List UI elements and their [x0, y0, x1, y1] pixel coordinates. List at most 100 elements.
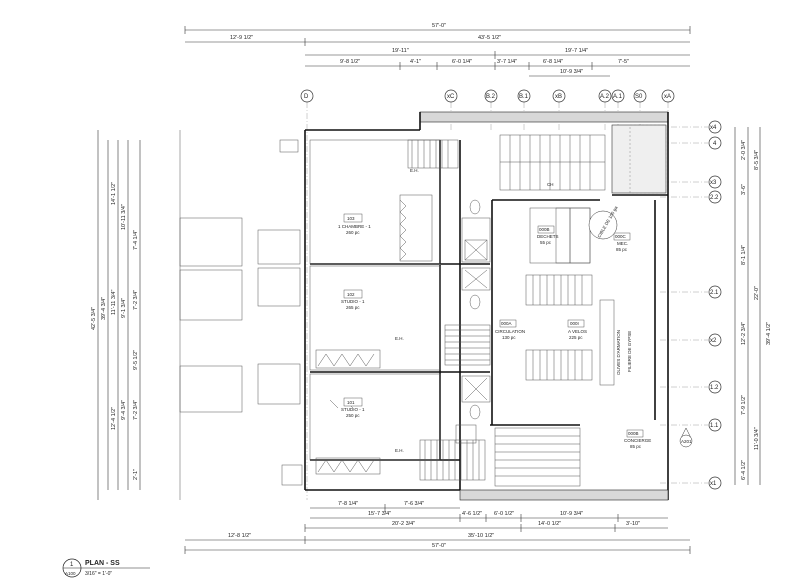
dim-right-6: 12'-2 3/4"	[741, 322, 747, 345]
room-circulation-number: 000A	[501, 321, 512, 326]
room-concierge-name: CONCIERGE	[624, 438, 651, 443]
dim-right-9: 6'-4 1/2"	[741, 460, 747, 480]
dim-right-2: 3'-6"	[741, 184, 747, 195]
grid-bubbles-top: D xC B.2 B.1 xB A.2 A.1 S0 xA	[300, 89, 675, 103]
unit-partitions	[309, 139, 490, 490]
building-walls	[304, 111, 669, 501]
dim-bottom-left: 12'-8 1/2"	[228, 533, 251, 539]
grid-bubble-A1: A.1	[613, 94, 623, 100]
dim-right-0: 2'-0 3/4"	[741, 140, 747, 160]
room-tag-dechets: 000B DECHETS 55 pc	[537, 225, 559, 245]
grid-bubble-B1: B.1	[519, 94, 529, 100]
dim-bottom-h: 14'-0 1/2"	[538, 521, 561, 527]
title-sheet: A100	[65, 571, 76, 576]
bathrooms	[455, 199, 491, 444]
dim-bottom-d: 4'-6 1/2"	[462, 511, 482, 517]
grid-bubble-xC: xC	[447, 94, 455, 100]
room-circulation-name: CIRCULATION	[495, 329, 525, 334]
dim-top-a: 19'-11"	[392, 48, 409, 54]
grid-bubbles-right: x4 4 x3 2.2 2.1 x2 1.2 1.1 x1	[708, 120, 722, 490]
title-scale: 3/16" = 1'-0"	[85, 571, 112, 577]
left-dimensions: 42'-5 3/4" 39'-4 3/4" 14'-1 1/2" 10'-11 …	[91, 130, 141, 500]
room-tag-concierge: 000B CONCIERGE 85 pc	[624, 429, 651, 449]
room-tag-101: 101 STUDIO - 1 250 pc	[341, 397, 365, 418]
dim-bottom-b: 7'-6 3/4"	[404, 501, 424, 507]
dim-bottom-g: 20'-2 3/4"	[392, 521, 415, 527]
dim-top-d: 4'-1"	[410, 59, 421, 65]
drawing-title: 1 A100 PLAN - SS 3/16" = 1'-0"	[62, 558, 150, 578]
dim-top-right: 43'-5 1/2"	[478, 35, 501, 41]
grid-bubble-S0: S0	[635, 94, 643, 100]
room-velos-number: 000I	[570, 321, 579, 326]
grid-bubble-x1: x1	[710, 481, 717, 487]
dim-bottom-c: 15'-7 3/4"	[368, 511, 391, 517]
fire-note: FILIERE DE GYPSE	[627, 331, 632, 372]
eh-label-1: E.H.	[410, 168, 419, 173]
right-wall-note: OLIVES D'ARMATION	[616, 330, 621, 375]
dim-left-11: 7'-2 3/4"	[133, 400, 139, 420]
room-circulation-area: 130 pc	[502, 335, 516, 340]
stair-common-bottom	[494, 427, 581, 487]
section-ref: A201	[681, 439, 692, 444]
dim-top-c: 9'-8 1/2"	[340, 59, 360, 65]
grid-bubble-4: 4	[713, 141, 717, 147]
top-dimensions: 57'-0" 12'-9 1/2" 43'-5 1/2" 19'-11" 19'…	[184, 23, 691, 77]
room-concierge-number: 000B	[628, 431, 639, 436]
room-tag-mec: 000C MEC. 85 pc	[613, 232, 631, 252]
grid-bubble-1-2: 1.2	[710, 385, 719, 391]
dim-top-left: 12'-9 1/2"	[230, 35, 253, 41]
bottom-dimensions: 7'-8 1/4" 7'-6 3/4" 15'-7 3/4" 4'-6 1/2"…	[184, 501, 691, 554]
stair-top-unit	[407, 139, 459, 169]
dim-top-e: 6'-0 1/4"	[452, 59, 472, 65]
dim-right-8: 11'-0 3/4"	[754, 427, 760, 450]
dim-right-5: 39'-4 1/2"	[766, 322, 772, 345]
boiler-tank: CIBLE DE 100 ga	[588, 205, 619, 240]
dim-bottom-a: 7'-8 1/4"	[338, 501, 358, 507]
room-velos-name: A VELOS	[568, 329, 587, 334]
section-marker: A201	[679, 427, 693, 448]
grid-bubble-x3: x3	[710, 180, 717, 186]
dim-right-3: 8'-1 1/4"	[741, 245, 747, 265]
room-mec-area: 85 pc	[616, 247, 628, 252]
eh-label-3: E.H.	[395, 448, 404, 453]
stair-bottom-unit	[419, 439, 486, 481]
room-tag-103: 103 1 CHAMBRE - 1 260 pc	[338, 213, 371, 235]
stair-note: CH	[547, 182, 554, 187]
room-102-area: 265 pc	[346, 305, 360, 310]
dim-left-0: 42'-5 3/4"	[91, 307, 97, 330]
room-tag-circulation: 000A CIRCULATION 130 pc	[495, 319, 525, 340]
dim-top-g: 6'-8 1/4"	[543, 59, 563, 65]
grid-bubble-1-1: 1.1	[710, 423, 719, 429]
dim-right-4: 22'-0"	[754, 286, 760, 300]
room-dechets-number: 000B	[539, 227, 550, 232]
room-101-area: 250 pc	[346, 413, 360, 418]
dim-left-7: 7'-2 3/4"	[133, 290, 139, 310]
dim-overall-top: 57'-0"	[432, 23, 446, 29]
dim-left-10: 9'-4 3/4"	[121, 400, 127, 420]
dim-right-1: 8'-5 3/4"	[754, 150, 760, 170]
dim-left-3: 10'-11 3/4"	[121, 204, 127, 230]
room-mec-number: 000C	[615, 234, 627, 239]
room-mec-name: MEC.	[617, 241, 628, 246]
dim-bottom-j: 35'-10 1/2"	[468, 533, 494, 539]
grid-bubble-2-2: 2.2	[710, 195, 719, 201]
stair-common-top	[499, 134, 606, 191]
dim-left-6: 9'-1 3/4"	[121, 298, 127, 318]
room-tag-102: 102 STUDIO - 1 265 pc	[341, 289, 365, 310]
dim-top-b: 19'-7 1/4"	[565, 48, 588, 54]
title-text: PLAN - SS	[85, 560, 120, 567]
dim-left-12: 2'-1"	[133, 469, 139, 480]
dim-top-f: 3'-7 1/4"	[497, 59, 517, 65]
room-102-number: 102	[347, 292, 355, 297]
room-concierge-area: 85 pc	[630, 444, 642, 449]
stair-mid-unit	[444, 324, 491, 366]
grid-bubble-2-1: 2.1	[710, 290, 719, 296]
room-103-area: 260 pc	[346, 230, 360, 235]
room-101-name: STUDIO - 1	[341, 407, 365, 412]
grid-bubble-x4: x4	[710, 125, 717, 131]
room-tags: 103 1 CHAMBRE - 1 260 pc 102 STUDIO - 1 …	[338, 213, 651, 449]
dim-top-h: 7'-5"	[618, 59, 629, 65]
dim-left-8: 9'-5 1/2"	[133, 350, 139, 370]
room-velos-area: 225 pc	[569, 335, 583, 340]
dim-bottom-f: 10'-9 3/4"	[560, 511, 583, 517]
